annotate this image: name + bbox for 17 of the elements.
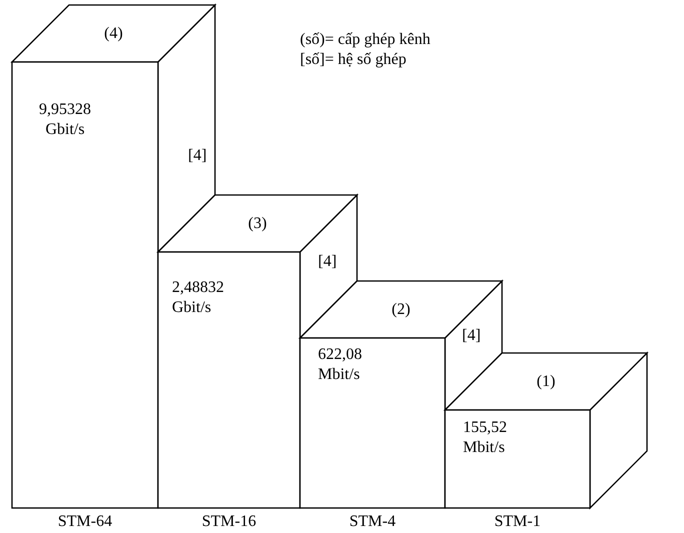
legend-note: (số)= cấp ghép kênh [300, 30, 430, 49]
level-label: STM-1 [493, 512, 542, 531]
level-label: STM-64 [56, 512, 114, 531]
top-face-label: (3) [247, 214, 268, 232]
level-label: STM-4 [348, 512, 397, 531]
top-face-label: (2) [390, 300, 412, 318]
bitrate-label: 622,08 Mbit/s [318, 345, 363, 385]
level-label: STM-16 [200, 512, 258, 531]
bitrate-label: 9,95328 Gbit/s [38, 100, 92, 140]
bitrate-label: 155,52 Mbit/s [463, 418, 508, 458]
multiplex-factor-label: [4] [188, 146, 207, 165]
bitrate-label: 2,48832 Gbit/s [172, 278, 225, 318]
top-face-label: (1) [536, 372, 556, 390]
multiplex-factor-label: [4] [318, 252, 337, 271]
multiplex-factor-label: [4] [462, 326, 481, 345]
legend-note: [số]= hệ số ghép [300, 50, 406, 69]
top-face-label: (4) [103, 24, 124, 42]
